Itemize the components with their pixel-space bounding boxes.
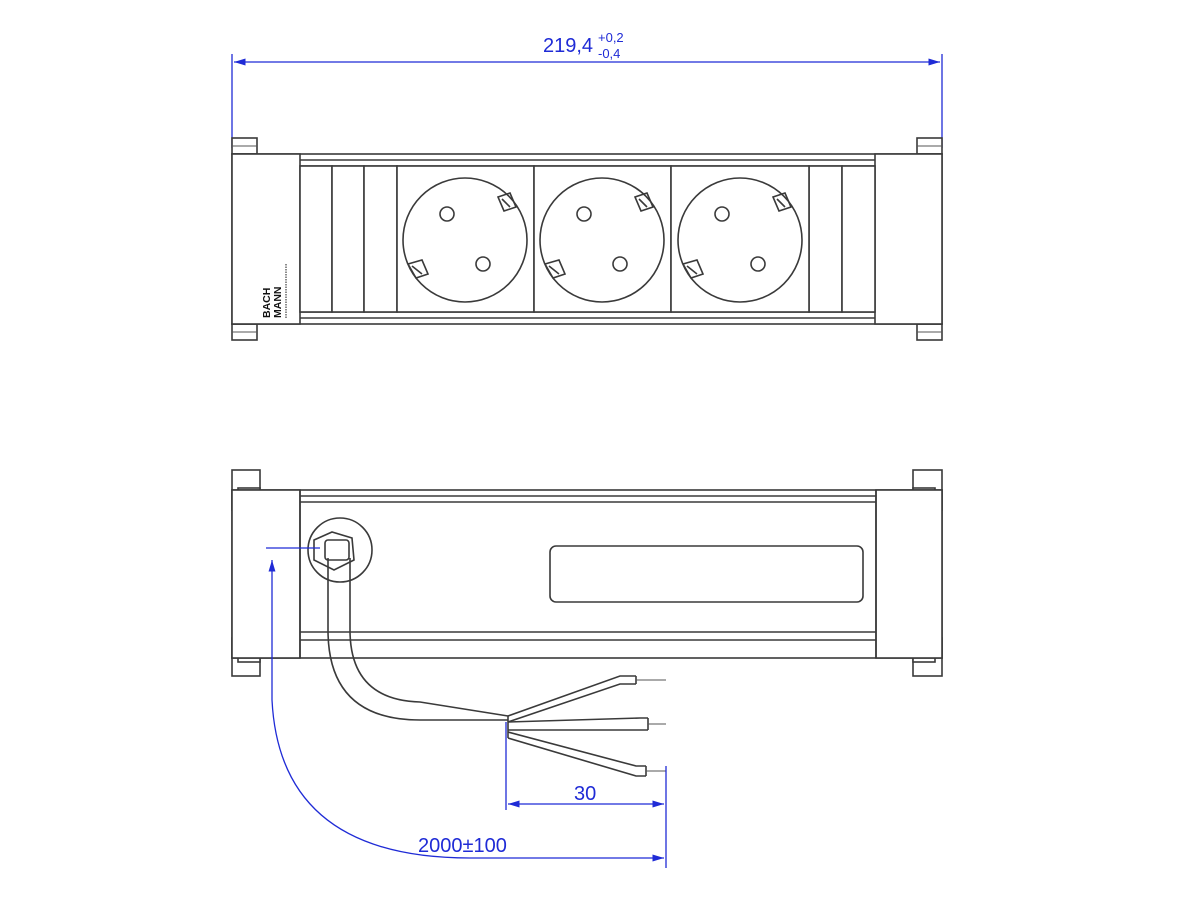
cable-gland xyxy=(307,517,373,583)
rear-right-cap xyxy=(875,489,943,659)
socket-3 xyxy=(670,165,810,313)
blank-panels-right xyxy=(808,165,876,313)
overall-length-value: 219,4 xyxy=(543,35,593,57)
overall-length-upper-tolerance: +0,2 xyxy=(598,30,624,45)
mounting-tabs xyxy=(231,137,943,341)
front-view: 219,4 +0,2 -0,4 BACH MANN xyxy=(231,30,943,341)
cable-length-dimension: 2000±100 xyxy=(266,547,664,862)
overall-length-lower-tolerance: -0,4 xyxy=(598,46,620,61)
right-end-cap xyxy=(874,153,943,325)
rear-left-cap xyxy=(231,489,301,659)
left-end-cap: BACH MANN xyxy=(231,153,301,325)
label-window xyxy=(549,545,864,603)
socket-2 xyxy=(533,165,672,313)
blank-panels-left xyxy=(299,165,398,313)
cable-length-value: 2000±100 xyxy=(418,835,507,857)
wire-strip-value: 30 xyxy=(574,783,596,805)
overall-length-dimension: 219,4 +0,2 -0,4 xyxy=(231,30,943,148)
rear-view: 30 2000±100 xyxy=(231,469,943,868)
brand-line-2: MANN xyxy=(272,287,284,319)
brand-line-1: BACH xyxy=(261,288,273,318)
socket-1 xyxy=(396,165,535,313)
